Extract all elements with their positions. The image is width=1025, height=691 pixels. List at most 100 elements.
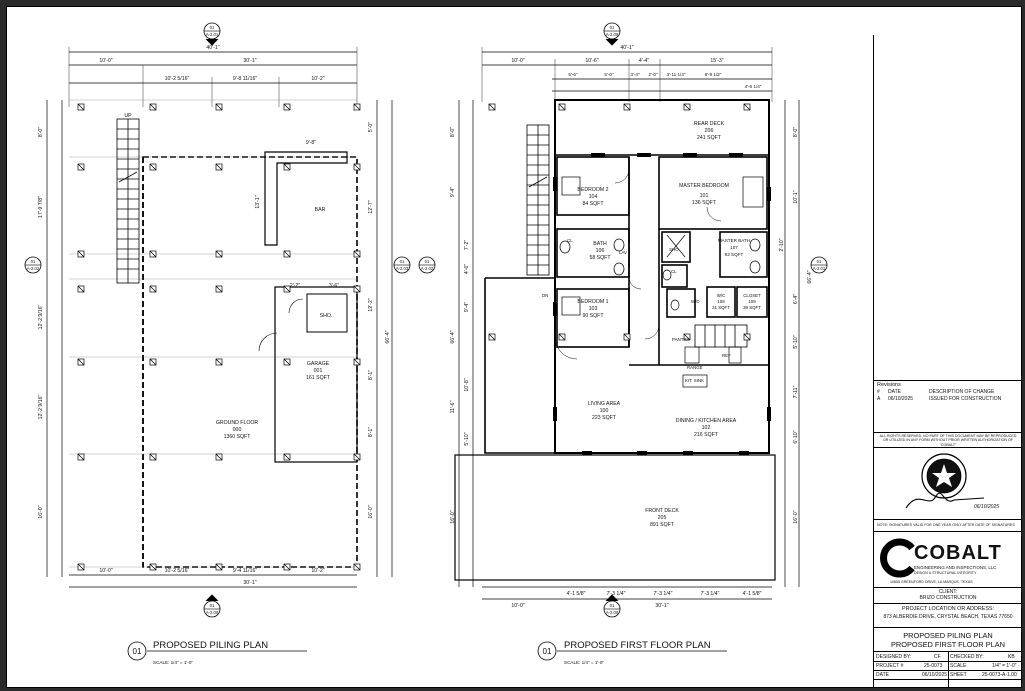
- signature-date: 06/10/2025: [974, 504, 1000, 510]
- piling-dim-right-1: 5'-0": [368, 122, 374, 132]
- svg-text:39 SQFT: 39 SQFT: [743, 305, 761, 310]
- rev-header-desc: DESCRIPTION OF CHANGE: [929, 389, 995, 395]
- svg-text:BEDROOM 2: BEDROOM 2: [577, 187, 608, 193]
- revisions-label: Revisions: [877, 382, 901, 388]
- svg-text:84 SQFT: 84 SQFT: [582, 201, 604, 207]
- sho-dim-1: 2'-2": [290, 283, 300, 289]
- pile-mark: [149, 250, 157, 258]
- room-bedroom-2: BEDROOM 2 104 84 SQFT: [577, 187, 608, 207]
- pile-mark: [215, 250, 223, 258]
- piling-plan-labels: 40'-1" 10'-0" 30'-1" 10'-2 5/16" 9'-8 11…: [27, 25, 434, 665]
- scale-label: SCALE: [950, 663, 967, 669]
- cobalt-logo-icon: [880, 538, 915, 578]
- floor-marker-bottom-num: 01: [610, 603, 615, 608]
- floor-dim-bottom-4: 7'-3 1/4": [701, 591, 720, 597]
- svg-text:104: 104: [589, 194, 598, 200]
- floor-dim-inner-2: 4'-6": [464, 264, 470, 274]
- svg-text:216 SQFT: 216 SQFT: [694, 432, 719, 438]
- svg-text:223 SQFT: 223 SQFT: [592, 415, 617, 421]
- floor-dim-right-7: 6'-10": [793, 430, 799, 443]
- room-bedroom-1: BEDROOM 1 103 90 SQFT: [577, 299, 608, 319]
- client-name: BRIZO CONSTRUCTION: [919, 595, 977, 601]
- company-sub: ENGINEERING AND INSPECTIONS, LLC: [914, 565, 997, 570]
- sho-dim-2: 3'-6": [329, 283, 339, 289]
- piling-dim-top2-3: 10'-2": [311, 76, 324, 82]
- sheet-label: SHEET: [950, 672, 967, 678]
- piling-plan-piles: [77, 103, 361, 571]
- svg-text:107: 107: [730, 245, 738, 250]
- revisions-table: Revisions # DATE DESCRIPTION OF CHANGE A…: [874, 380, 1021, 403]
- pile-mark: [283, 163, 291, 171]
- rev-row-date: 06/10/2025: [888, 396, 914, 402]
- signature-note: NOTE: SIGNATURES VALID FOR ONE YEAR ONLY…: [877, 523, 1015, 527]
- sheet-title-2: PROPOSED FIRST FLOOR PLAN: [890, 640, 1006, 649]
- pile-mark: [743, 333, 751, 341]
- pile-mark: [683, 333, 691, 341]
- floor-scale: SCALE: 1/4" = 1'-0": [564, 660, 604, 665]
- date-label: DATE: [876, 672, 889, 678]
- stair-up-label: UP: [124, 113, 132, 119]
- floor-dim-top2-1: 5'-6": [568, 72, 578, 77]
- svg-text:136 SQFT: 136 SQFT: [692, 200, 717, 206]
- ground-area: 1360 SQFT: [224, 434, 252, 440]
- piling-dim-top-1: 10'-0": [99, 58, 112, 64]
- pile-mark: [683, 103, 691, 111]
- svg-text:CLOSET: CLOSET: [743, 293, 761, 298]
- piling-title: PROPOSED PILING PLAN: [153, 640, 268, 651]
- piling-title-number: 01: [133, 647, 142, 656]
- ground-name: GROUND FLOOR: [216, 420, 259, 426]
- piling-plan: [24, 22, 436, 661]
- pile-mark: [283, 358, 291, 366]
- label-range: RANGE: [687, 365, 703, 370]
- pile-mark: [353, 103, 361, 111]
- svg-text:21 SQFT: 21 SQFT: [712, 305, 730, 310]
- label-dn: DN: [542, 293, 548, 298]
- label-kit-sink: KIT. SINK: [685, 378, 704, 383]
- pile-mark: [353, 563, 361, 571]
- company-tag: DESIGN & STRUCTURAL INTEGRITY: [914, 571, 977, 575]
- pile-mark: [488, 103, 496, 111]
- floor-dim-right-6: 7'-11": [793, 385, 799, 398]
- piling-dim-top2-1: 10'-2 5/16": [165, 76, 190, 82]
- svg-text:MASTER BATH: MASTER BATH: [718, 238, 750, 243]
- piling-dim-bottom-1: 10'-0": [99, 568, 112, 574]
- pile-mark: [149, 358, 157, 366]
- room-living-area: LIVING AREA 100 223 SQFT: [588, 401, 621, 421]
- svg-text:206: 206: [705, 128, 714, 134]
- svg-text:LIVING AREA: LIVING AREA: [588, 401, 621, 407]
- pile-mark: [558, 333, 566, 341]
- pile-mark: [215, 358, 223, 366]
- piling-dim-bottom-4: 10'-2": [311, 568, 324, 574]
- client-label: CLIENT:: [938, 589, 958, 595]
- floor-dim-right-2: 10'-1": [793, 190, 799, 203]
- pile-mark: [353, 163, 361, 171]
- floor-dim-inner-4: 10'-8": [464, 378, 470, 391]
- floor-dim-left-2: 9'-4": [450, 187, 456, 197]
- sheet-title-box: PROPOSED PILING PLAN PROPOSED FIRST FLOO…: [874, 627, 1021, 652]
- project-label: PROJECT LOCATION OR ADDRESS:: [901, 606, 995, 612]
- floor-overall-width: 40'-1": [620, 45, 633, 51]
- label-wd: W/D: [691, 299, 700, 304]
- floor-dim-top-2: 10'-6": [585, 58, 598, 64]
- designed-by: CF: [934, 654, 941, 660]
- label-cl-1: CL: [567, 238, 573, 243]
- floor-dim-right-3: 2'-10": [779, 238, 785, 251]
- pile-mark: [353, 285, 361, 293]
- svg-text:109: 109: [748, 299, 756, 304]
- svg-text:REAR DECK: REAR DECK: [694, 121, 725, 127]
- floor-marker-bottom-sheet: A-2.00: [606, 610, 619, 615]
- bar-dim-2: 13'-1": [255, 195, 261, 208]
- svg-text:106: 106: [596, 248, 605, 254]
- floor-marker-top-num: 01: [610, 25, 615, 30]
- piling-dim-right-4: 8'-1": [368, 370, 374, 380]
- floor-dim-left-3: 66'-4": [450, 330, 456, 343]
- checked-by-label: CHECKED BY:: [950, 654, 984, 660]
- piling-overall-depth: 66'-4": [385, 330, 391, 343]
- floor-dim-bottom-5: 4'-1 5/8": [743, 591, 762, 597]
- pile-mark: [77, 453, 85, 461]
- piling-dim-top-2: 30'-1": [243, 58, 256, 64]
- marker-right2-num: 01: [425, 259, 430, 264]
- pile-mark: [743, 103, 751, 111]
- svg-text:MASTER BEDROOM: MASTER BEDROOM: [679, 183, 729, 189]
- marker-left-num: 01: [31, 259, 36, 264]
